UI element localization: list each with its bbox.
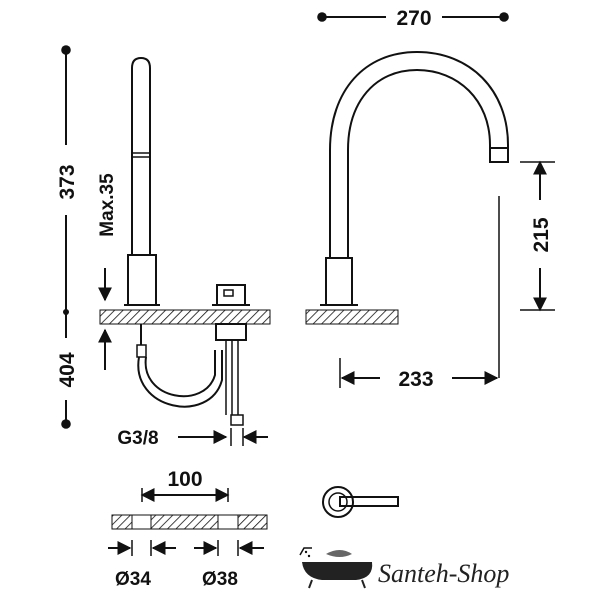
label-404: 404 [56,352,79,387]
dim-hole-spacing: 100 [140,468,230,502]
santeh-shop-logo: Santeh-Shop [299,547,509,589]
deck-hatch-left [99,309,271,325]
dim-spout-reach: 233 [339,358,499,391]
deck-hatch-right [305,309,399,325]
dim-hole-diameters: Ø34 Ø38 [108,540,264,590]
label-215: 215 [530,217,553,252]
label-d34: Ø34 [115,569,151,590]
dim-spout-height: 215 [520,160,555,312]
label-g38: G3/8 [117,428,158,449]
bathtub-logo-icon [299,547,373,589]
label-270: 270 [396,7,431,30]
faucet-side-view [99,56,271,426]
dim-left-vertical: 373 404 [56,45,79,429]
deck-plan [111,514,268,530]
dim-connection: G3/8 [117,428,268,449]
dim-max-deck: Max.35 [97,173,118,370]
label-100: 100 [167,468,202,491]
dim-overall-width: 270 [317,7,509,30]
label-max35: Max.35 [97,173,118,237]
label-233: 233 [398,368,433,391]
handle-lever-icon [322,486,399,518]
label-d38: Ø38 [202,569,238,590]
faucet-front-view [305,50,509,378]
logo-text: Santeh-Shop [378,559,509,588]
label-373: 373 [56,164,79,199]
